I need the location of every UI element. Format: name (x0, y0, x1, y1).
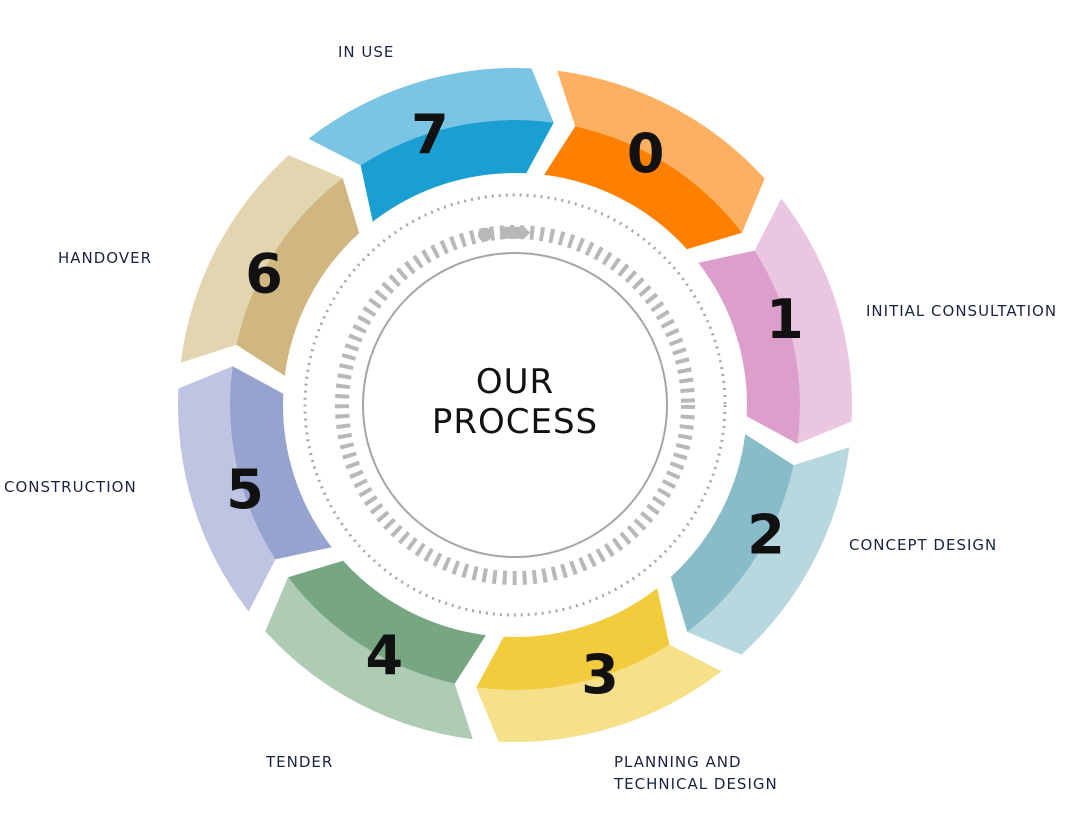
center-circle (362, 252, 668, 558)
stage-5-outer-segment (177, 366, 276, 612)
ring-start-dot (478, 227, 492, 242)
stage-label-planning-line2: TECHNICAL DESIGN (614, 775, 778, 793)
stage-7-number: 7 (411, 103, 449, 166)
stage-6-number: 6 (245, 242, 283, 305)
stage-6-outer-segment (180, 155, 343, 363)
stage-1-number: 1 (766, 288, 804, 351)
stage-label-planning-line1: PLANNING AND (614, 753, 742, 771)
stage-0-outer-segment (557, 70, 765, 233)
stage-label-tender: TENDER (266, 753, 334, 771)
stage-7-outer-segment (308, 67, 554, 166)
center-title: OUR PROCESS (365, 362, 665, 442)
stage-2-outer-segment (687, 447, 850, 655)
stage-4-number: 4 (366, 624, 404, 687)
stage-6-inner-segment (236, 178, 360, 376)
stage-4-outer-segment (265, 577, 473, 740)
stage-label-construction: CONSTRUCTION (4, 478, 137, 496)
stage-2-number: 2 (747, 504, 785, 567)
stage-0-inner-segment (544, 126, 742, 250)
stage-label-initial-consultation: INITIAL CONSULTATION (866, 302, 1058, 320)
stage-5-inner-segment (229, 366, 332, 560)
stage-1-outer-segment (754, 198, 853, 444)
stage-label-in-use: IN USE (338, 43, 395, 61)
stage-label-handover: HANDOVER (58, 249, 153, 267)
stage-1-inner-segment (698, 250, 801, 444)
title-line-2: PROCESS (431, 402, 599, 442)
stage-3-inner-segment (476, 588, 670, 691)
stage-7-inner-segment (360, 119, 554, 222)
stage-3-outer-segment (476, 644, 722, 743)
dashed-ring (335, 225, 695, 585)
title-line-1: OUR (475, 362, 555, 402)
stage-0-number: 0 (627, 122, 665, 185)
dotted-circle (303, 193, 727, 617)
stage-2-inner-segment (670, 434, 794, 632)
stage-label-planning: PLANNING AND TECHNICAL DESIGN (614, 751, 778, 795)
ring-arrow-icon (499, 226, 531, 239)
stage-3-number: 3 (581, 643, 619, 706)
stage-5-number: 5 (226, 458, 264, 521)
stage-4-inner-segment (288, 560, 486, 684)
stage-label-concept-design: CONCEPT DESIGN (849, 536, 998, 554)
